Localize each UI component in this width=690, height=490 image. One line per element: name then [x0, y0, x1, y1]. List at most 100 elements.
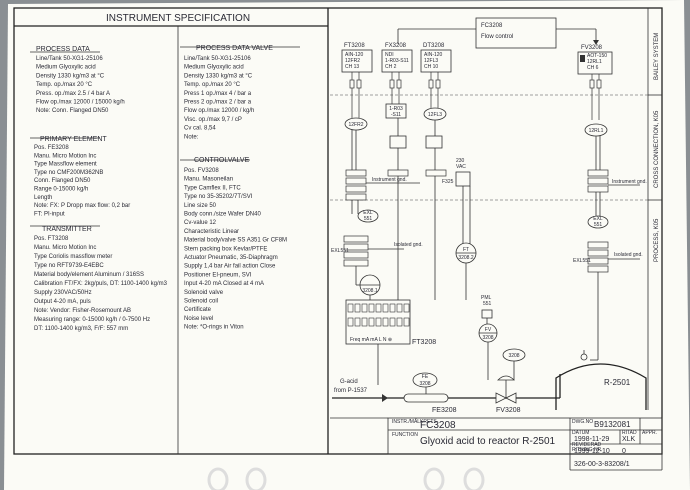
label-instrument: INSTR./MÄLKRETS [392, 418, 437, 425]
pml-number: 551 [483, 301, 492, 307]
pml-box [481, 309, 493, 319]
title-function: Glyoxid acid to reactor R-2501 [420, 436, 556, 447]
spec-line: Measuring range: 0-15000 kg/h / 0-7500 H… [34, 317, 150, 323]
spec-line: Type no 35-35202/7T/SVI [184, 194, 253, 200]
relay-230vac: 230 VAC [389, 118, 466, 170]
io-card-ft: AIN-120 12FR2 CH 13 [341, 49, 373, 73]
svg-text:CH 10: CH 10 [424, 64, 438, 70]
spec-line: Body conn./size Wafer DN40 [184, 212, 261, 218]
svg-text:F325: F325 [442, 179, 454, 185]
spec-line: Range 0-15000 kg/h [34, 187, 88, 193]
spec-line: Input 4-20 mA Closed at 4 mA [184, 281, 264, 287]
spec-line: Solenoid coil [184, 299, 218, 305]
spec-line: Line/Tank 50-XG1-25106 [36, 56, 103, 62]
svg-text:AIN-120: AIN-120 [424, 52, 443, 58]
exl-551-right: EXL 551 [587, 215, 609, 229]
fc-box-label: Flow control [481, 34, 513, 40]
svg-text:12FL3: 12FL3 [428, 112, 442, 118]
terminal-cell [382, 303, 389, 313]
bus-label-ft: FT3208 [344, 43, 365, 49]
spec-line: Positioner EI-pneum, SVI [184, 272, 252, 278]
spec-line: Type Massflow element [34, 162, 97, 168]
spec-line: DT: 1100-1400 kg/m3, F/F: 557 mm [34, 326, 128, 332]
spec-line: Type no RFT9739-E4EBC [34, 263, 104, 269]
svg-text:CH 2: CH 2 [385, 64, 397, 70]
flowmeter-icon [403, 387, 449, 403]
tag-12fl3: 12FL3 [423, 107, 447, 121]
instrument-loop-diagram: BAILEY SYSTEM CROSS CONNECTION, K05 PROC… [330, 8, 662, 414]
spec-line: Temp. op./max 20 °C [36, 82, 93, 88]
svg-text:FV: FV [485, 327, 492, 333]
isolated-gnd-right: Isolated gnd. [614, 252, 643, 258]
svg-text:3208: 3208 [419, 381, 430, 387]
io-card-dt: AIN-120 12FL3 CH 10 [420, 49, 452, 73]
spec-line: Cv-value 12 [184, 220, 217, 226]
terminal-cell [368, 317, 375, 327]
fe3208-label: FE3208 [432, 407, 457, 414]
terminal-cell [354, 317, 361, 327]
tank-label: R-2501 [604, 378, 631, 387]
spec-line: Flow op./max 12000 / kg/h [184, 108, 254, 114]
spec-line: Line size 50 [184, 203, 217, 209]
terminal-block-left [345, 169, 609, 201]
tag-relay-1r03: 1-R03 -S11 [385, 103, 407, 119]
svg-text:NDI: NDI [385, 52, 394, 58]
svg-text:3208.2: 3208.2 [458, 255, 474, 261]
spec-line: Medium Glyoxylic acid [184, 65, 244, 71]
primary-element-title: PRIMARY ELEMENT [40, 136, 107, 143]
revised-date: 1999-12-10 [574, 448, 610, 455]
ft3208-label: FT3208 [412, 339, 436, 346]
spec-line: Density 1330 kg/m3 at °C [36, 73, 105, 79]
spec-line: Supply 230VAC/50Hz [34, 290, 92, 296]
process-data-valve-title: PROCESS DATA VALVE [196, 45, 273, 52]
sheet-title: INSTRUMENT SPECIFICATION [106, 13, 250, 24]
spec-line: Solenoid valve [184, 290, 224, 296]
spec-line: Cv cal. 8,54 [184, 126, 216, 132]
label-dwg-no: DWG.NO [572, 419, 593, 425]
terminal-cell [375, 317, 382, 327]
spec-line: Flow op./max 12000 / 15000 kg/h [36, 100, 125, 106]
instrument-gnd-label-left: Instrument gnd. [372, 177, 407, 183]
spec-line: Characteristic Linear [184, 229, 239, 235]
svg-text:12RL1: 12RL1 [587, 59, 602, 65]
control-valve-title: CONTROLVALVE [194, 157, 250, 164]
spec-line: FT: PI-input [34, 211, 65, 217]
side-label-cross-connection: CROSS CONNECTION, K05 [654, 110, 660, 188]
spec-line: Note: *O-rings in Viton [184, 325, 244, 331]
spec-line: Medium Glyoxylic acid [36, 65, 96, 71]
svg-text:-S11: -S11 [391, 112, 401, 118]
revision-number: 0 [622, 448, 626, 455]
svg-text:CH 6: CH 6 [587, 65, 599, 71]
bus-label-dt: DT3208 [423, 43, 445, 49]
svg-text:CH 13: CH 13 [345, 64, 359, 70]
svg-text:3208.1: 3208.1 [362, 288, 378, 294]
label-revised: REVIDERAD [572, 442, 602, 448]
svg-text:3208: 3208 [508, 353, 519, 359]
tag-12rl1: 12RL1 [584, 123, 608, 137]
svg-text:551: 551 [594, 222, 603, 228]
spec-line: Noise level [184, 316, 213, 322]
fv3208-label: FV3208 [496, 407, 521, 414]
spec-line: Supply 1,4 bar Air fail action Close [184, 264, 276, 270]
spec-line: Press 2 op./max 2 / bar a [184, 100, 252, 106]
svg-text:EXL: EXL [593, 216, 603, 222]
spec-line: Material body/valve SS A351 Gr CF8M [184, 238, 287, 244]
fe-3208-circle: FE 3208 [412, 372, 438, 388]
terminal-cell [375, 303, 382, 313]
fc-controller-box [475, 17, 557, 49]
circle-3208-1: 3208.1 [359, 274, 381, 296]
terminal-cell [389, 317, 396, 327]
pml-label: PML [481, 295, 492, 301]
spec-line: Certificate [184, 307, 212, 313]
label-drawing-no: RITNING NR [572, 447, 602, 453]
terminal-cell [389, 303, 396, 313]
terminal-cell [361, 303, 368, 313]
terminal-caption: Freq mA mA L N ⊕ [350, 337, 392, 343]
spec-line: Line/Tank 50-XG1-25106 [184, 56, 251, 62]
spec-line: Pos. FV3208 [184, 168, 219, 174]
svg-text:EXL: EXL [363, 210, 373, 216]
drawn-by: XLK [622, 436, 636, 443]
